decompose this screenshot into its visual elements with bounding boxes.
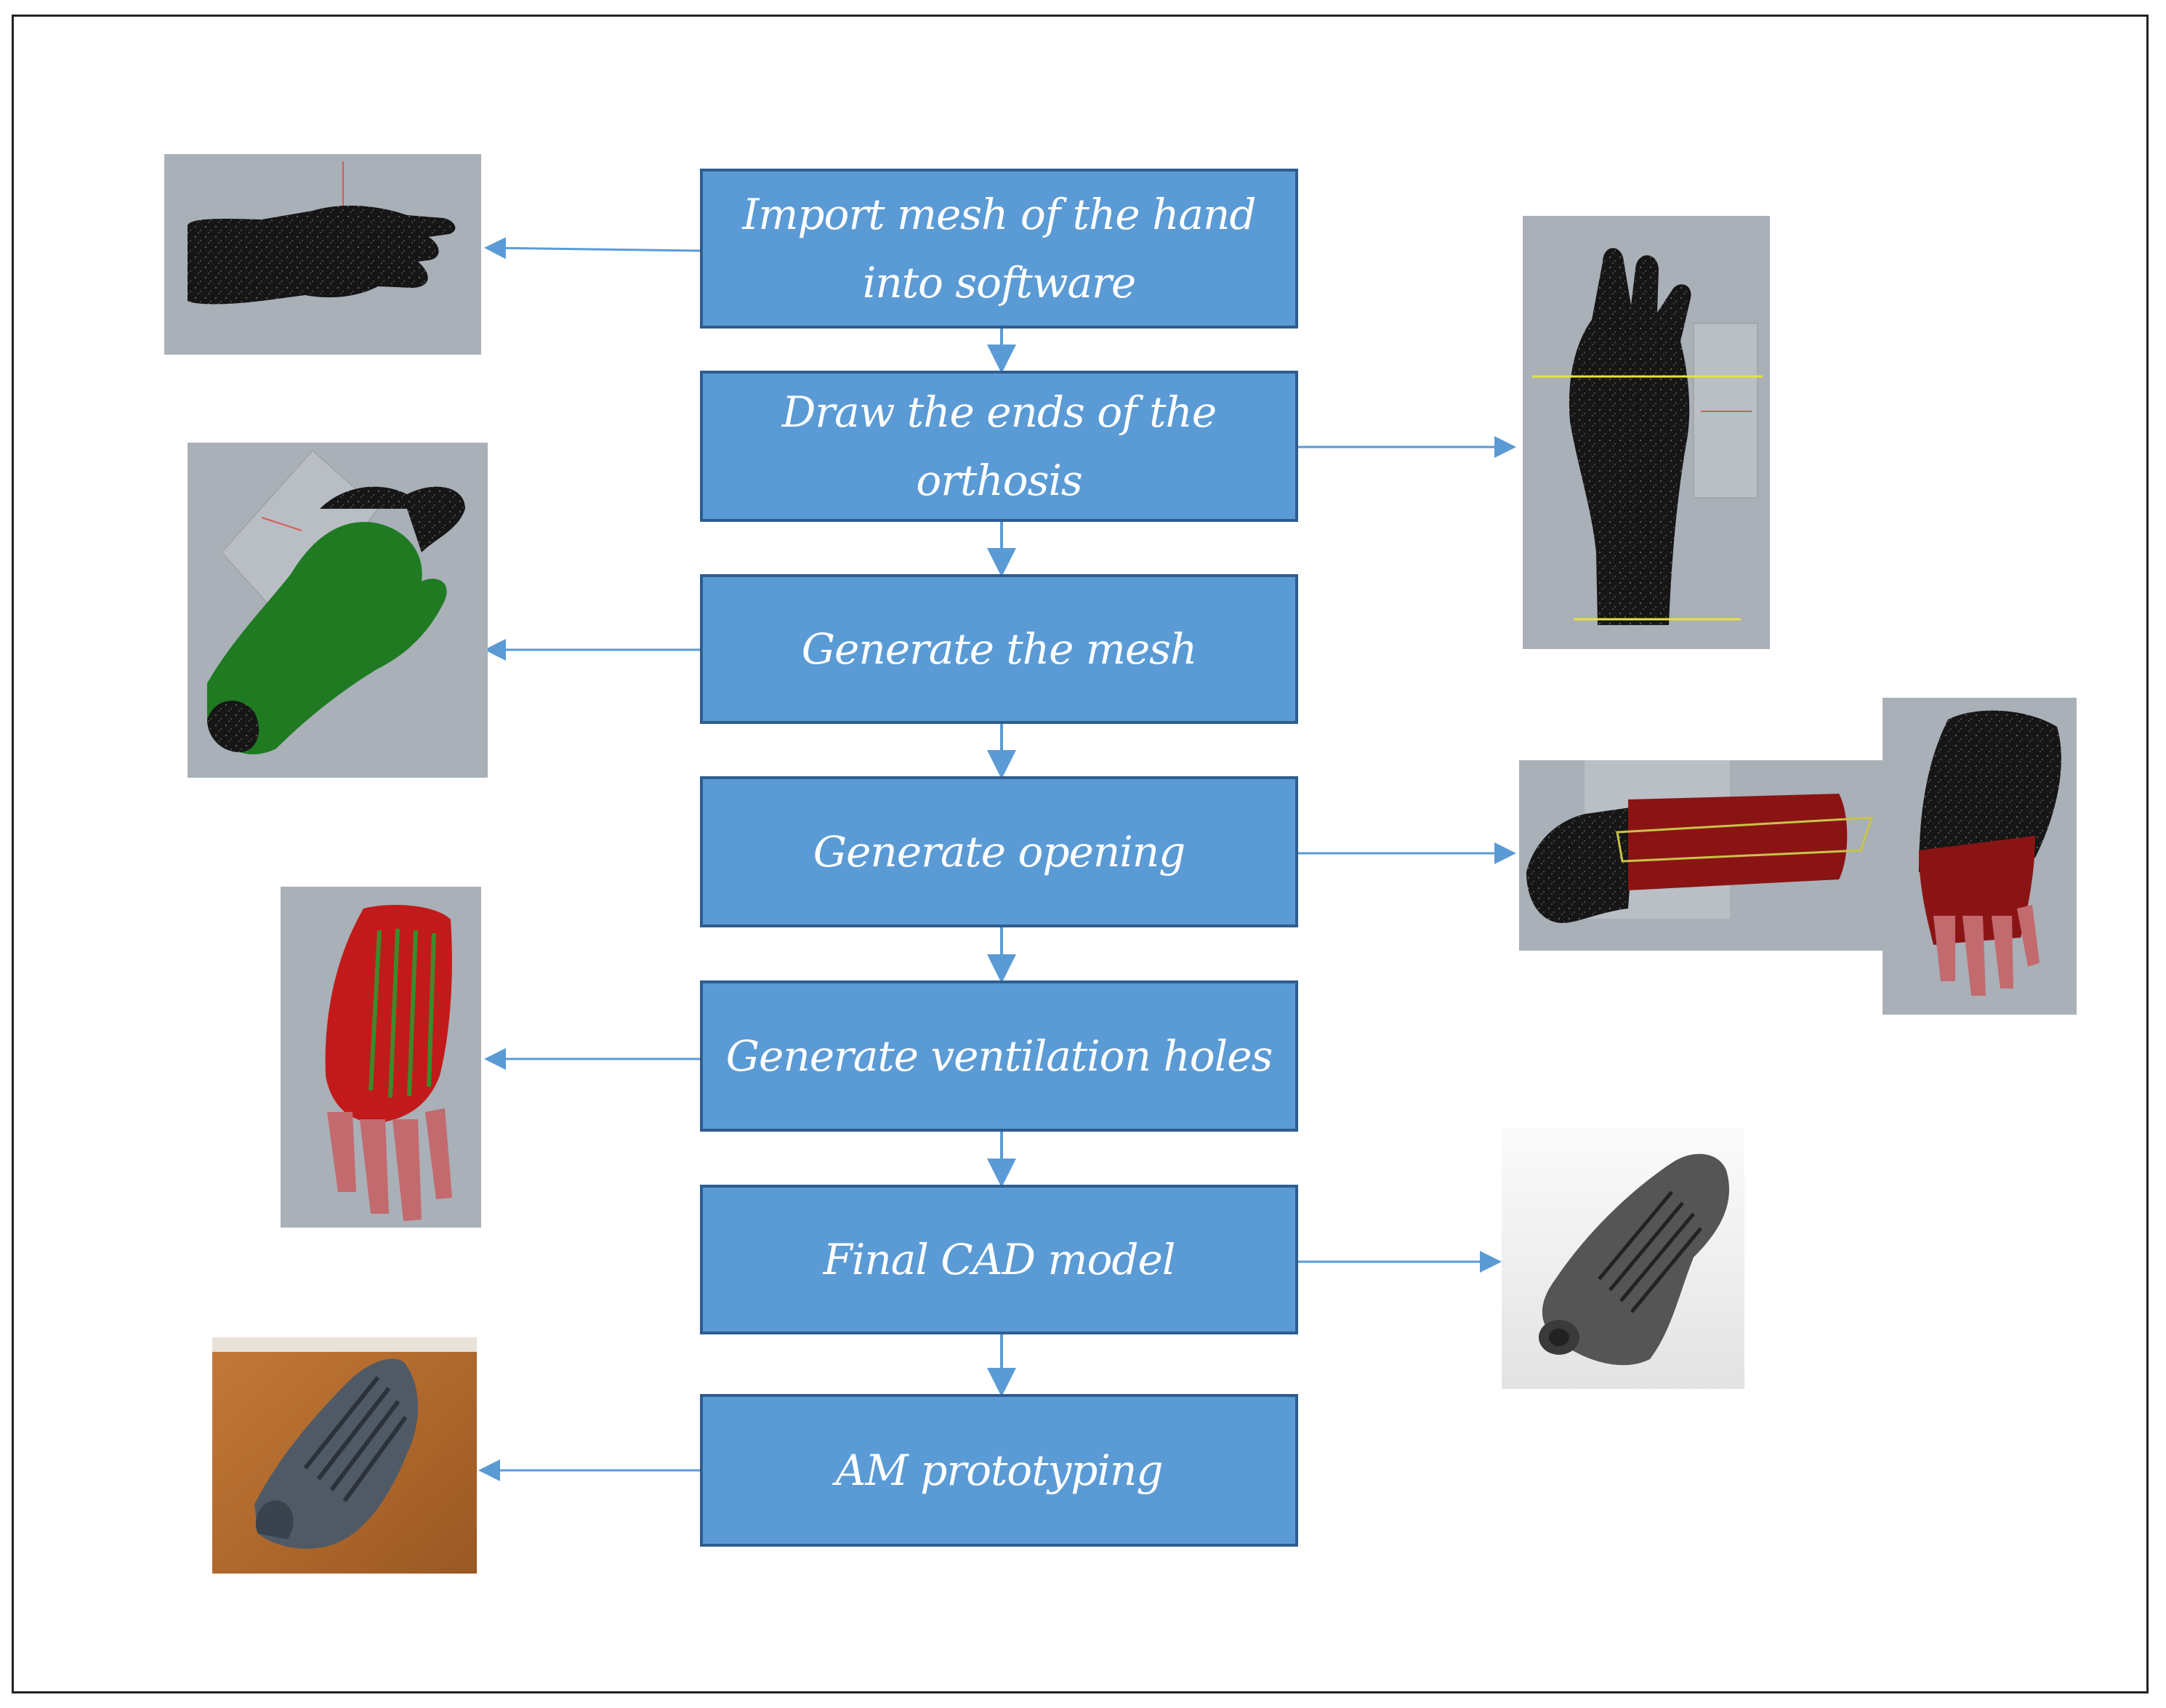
printed-orthosis-photo-image bbox=[212, 1337, 477, 1574]
step-label: AM prototyping bbox=[835, 1446, 1164, 1495]
step-label: Generate the mesh bbox=[801, 624, 1198, 674]
green-orthosis-mesh-image bbox=[188, 443, 488, 778]
step-draw-ends: Draw the ends of the orthosis bbox=[700, 371, 1298, 522]
step-final-cad-model: Final CAD model bbox=[700, 1185, 1298, 1334]
step-generate-mesh: Generate the mesh bbox=[700, 574, 1298, 724]
gray-cad-model-image bbox=[1502, 1127, 1744, 1389]
step-generate-opening: Generate opening bbox=[700, 776, 1298, 927]
side-connectors bbox=[478, 237, 1516, 1481]
step-am-prototyping: AM prototyping bbox=[700, 1394, 1298, 1547]
connector-to-img-1 bbox=[484, 237, 701, 259]
step-label: Draw the ends of the orthosis bbox=[781, 387, 1217, 505]
red-orthosis-ventilation-image bbox=[281, 887, 481, 1228]
hand-mesh-import-image bbox=[164, 154, 481, 355]
red-orthosis-opening-image bbox=[1519, 698, 2077, 1015]
step-label: Generate opening bbox=[813, 827, 1185, 877]
step-label: Import mesh of the hand into software bbox=[742, 190, 1257, 307]
step-import-mesh: Import mesh of the hand into software bbox=[700, 169, 1298, 329]
step-label: Generate ventilation holes bbox=[725, 1031, 1273, 1081]
step-label: Final CAD model bbox=[823, 1235, 1176, 1284]
hand-mesh-end-lines-image bbox=[1523, 216, 1770, 649]
step-ventilation-holes: Generate ventilation holes bbox=[700, 980, 1298, 1132]
